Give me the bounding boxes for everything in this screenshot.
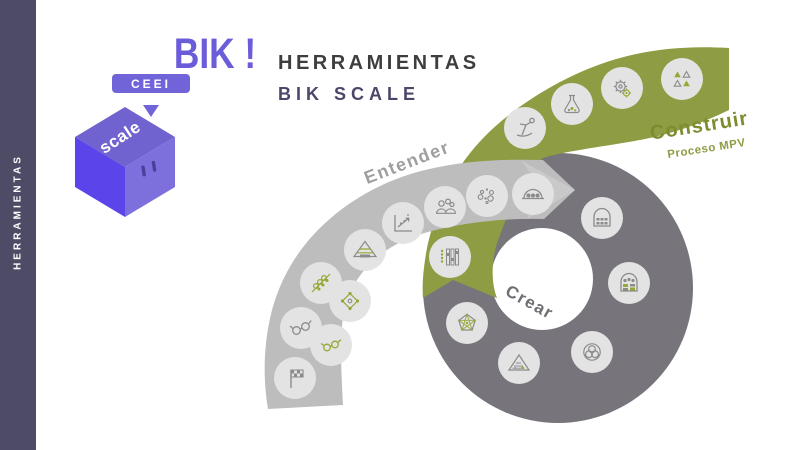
entender-band: [264, 159, 575, 409]
ceei-badge-label: CEEI: [130, 76, 171, 91]
scale-cube-icon: scale: [75, 107, 175, 217]
cube-left-face: [75, 137, 125, 217]
brand-wordmark: BIK !: [173, 30, 257, 78]
prototype-triangles-icon: [661, 58, 703, 100]
pentagon-web-icon: [446, 302, 488, 344]
growth-chart-icon: [382, 202, 424, 244]
crear-label: Crear: [502, 281, 557, 323]
market-building-icon: [581, 197, 623, 239]
ideas-dots-icon: [466, 175, 508, 217]
construir-band: [422, 47, 729, 298]
factory-building-icon: [608, 262, 650, 304]
cube-eyes: [141, 160, 157, 177]
ceei-badge: CEEI: [112, 74, 190, 93]
kick-scooter-icon: [504, 107, 546, 149]
page-title: HERRAMIENTAS BIK SCALE: [278, 52, 480, 105]
title-line2: BIK SCALE: [278, 84, 421, 104]
pyramid-icon: [498, 342, 540, 384]
cube-right-face: [125, 137, 175, 217]
construir-sublabel: Proceso MPV: [667, 137, 747, 161]
badge-pointer: [143, 105, 159, 117]
team-icon: [424, 186, 466, 228]
flask-icon: [551, 83, 593, 125]
tent-icon: [344, 229, 386, 271]
gears-icon: [601, 67, 643, 109]
abacus-icon: [429, 236, 471, 278]
venn-circles-icon: [571, 331, 613, 373]
title-line1: HERRAMIENTAS: [278, 52, 480, 74]
bik-logo: BIK ! CEEI scale: [60, 14, 256, 234]
binoculars-icon: [310, 324, 352, 366]
dome-icon: [512, 173, 554, 215]
checkered-flag-icon: [274, 357, 316, 399]
compass-diamond-icon: [329, 280, 371, 322]
sidebar: HERRAMIENTAS: [0, 0, 36, 450]
